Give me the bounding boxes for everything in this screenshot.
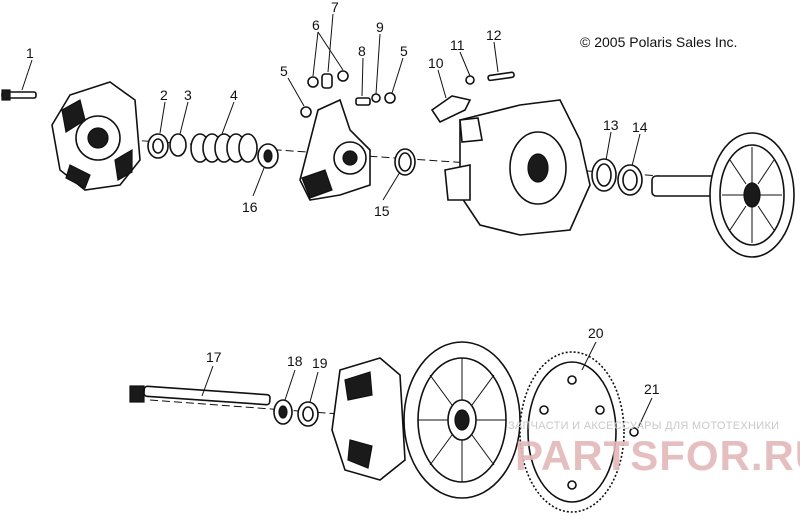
callout-18: 18 (287, 353, 303, 369)
callout-15: 15 (374, 203, 390, 219)
callout-1: 1 (26, 45, 34, 61)
part-16-bushing (257, 143, 279, 169)
callout-11: 11 (450, 37, 465, 53)
part-2-ring (147, 133, 169, 159)
callout-6: 6 (312, 17, 320, 33)
part-7-pin (321, 73, 333, 89)
part-cover-plate (51, 81, 141, 191)
part-driven-clutch (331, 341, 521, 499)
part-8-pin (355, 97, 371, 106)
part-21-screw (629, 427, 639, 437)
callout-4: 4 (230, 87, 238, 103)
part-5-roller-right (384, 92, 396, 104)
part-17-long-bolt (129, 385, 271, 406)
callouts: 1 2 3 4 5 6 7 8 9 5 10 11 12 13 14 15 16… (26, 0, 660, 397)
part-18-washer (273, 399, 293, 425)
callout-2: 2 (160, 87, 168, 103)
part-3-washer (169, 133, 187, 157)
callout-13: 13 (603, 117, 619, 133)
part-9-roller (371, 93, 381, 103)
callout-19: 19 (312, 355, 328, 371)
callout-8: 8 (358, 43, 366, 59)
part-12-bolt (487, 71, 515, 82)
watermark-tagline: ЗАПЧАСТИ И АКСЕССУАРЫ ДЛЯ МОТОТЕХНИКИ (508, 420, 780, 432)
callout-16: 16 (242, 199, 258, 215)
part-14-bushing (617, 164, 643, 196)
part-15-oring (394, 148, 416, 176)
part-fixed-sheave (651, 132, 795, 258)
callout-14: 14 (632, 119, 648, 135)
callout-10: 10 (428, 55, 444, 71)
part-11-nut (465, 75, 475, 85)
callout-3: 3 (184, 87, 192, 103)
part-4-spring (190, 133, 258, 163)
callout-20: 20 (588, 325, 604, 341)
callout-17: 17 (206, 349, 222, 365)
part-spider-arm (299, 98, 371, 201)
part-6-rollers (307, 70, 349, 88)
part-19-spacer (297, 401, 319, 427)
callout-5-left: 5 (280, 63, 288, 79)
part-10-weight (430, 95, 472, 124)
callout-9: 9 (376, 19, 384, 35)
part-5-roller-left (300, 106, 312, 118)
part-moveable-sheave (444, 99, 591, 236)
callout-12: 12 (486, 27, 502, 43)
callout-21: 21 (644, 381, 660, 397)
callout-5-right: 5 (400, 43, 408, 59)
callout-7: 7 (331, 0, 339, 15)
part-20-ring-gear (519, 351, 625, 513)
part-13-bushing (591, 158, 617, 192)
leader-lines (21, 13, 653, 429)
part-1-bolt (1, 89, 37, 101)
copyright-notice: © 2005 Polaris Sales Inc. (580, 34, 738, 50)
watermark-logo: PARTSFOR.RU (515, 432, 800, 479)
